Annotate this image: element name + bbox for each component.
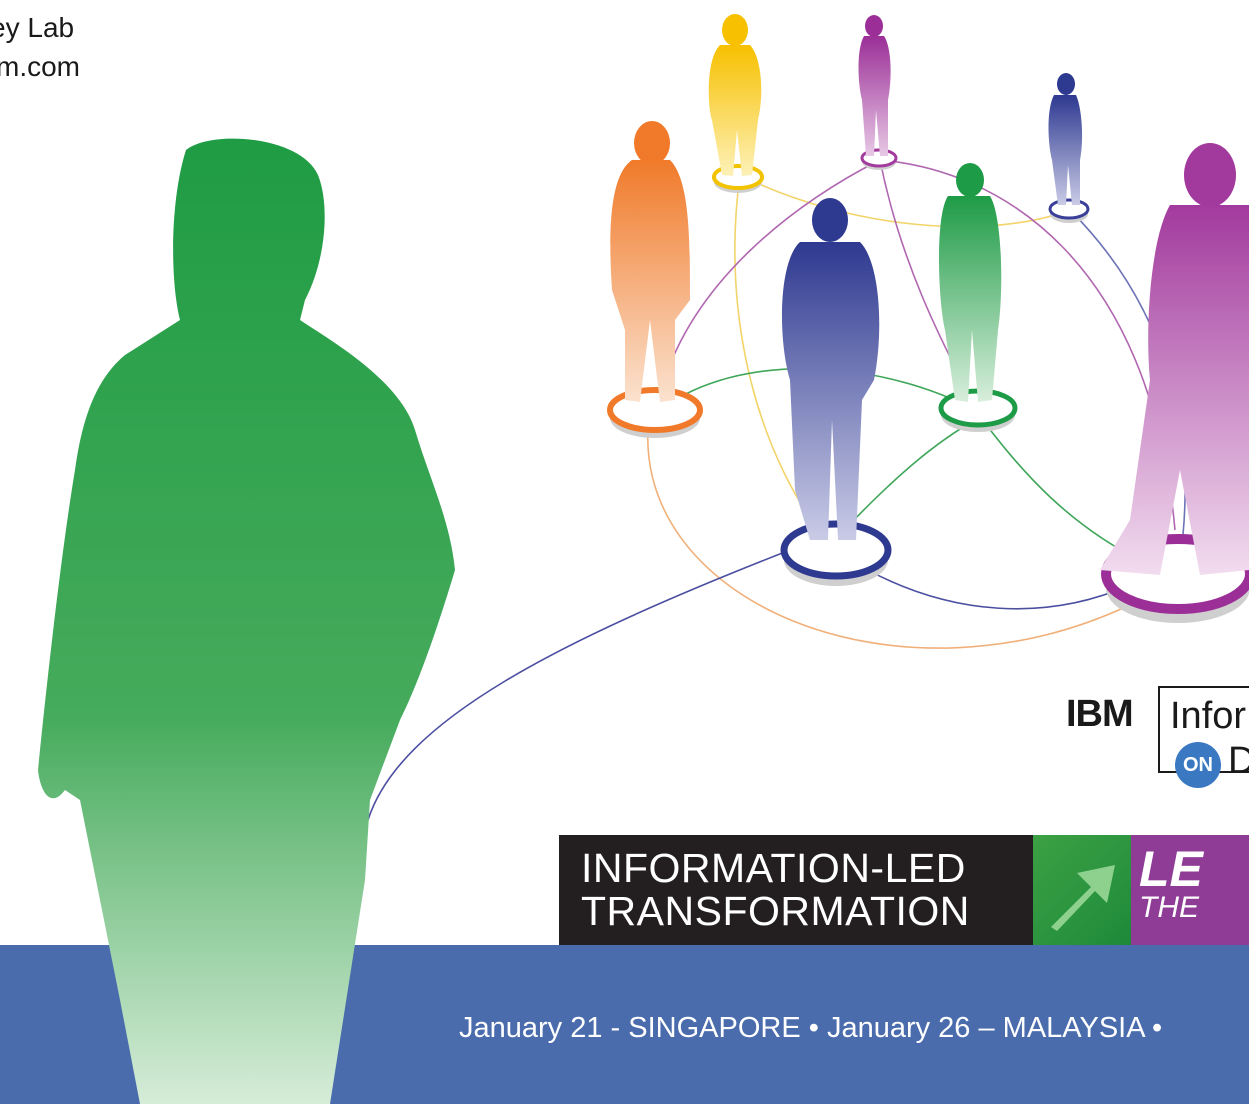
arrow-up-right-icon bbox=[1051, 865, 1115, 931]
lead-text-big: LE bbox=[1139, 841, 1203, 897]
person-navy-small bbox=[1048, 73, 1083, 205]
lead-text: LE THE bbox=[1139, 841, 1203, 924]
banner-line-2: TRANSFORMATION bbox=[581, 888, 970, 934]
lead-text-small: THE bbox=[1139, 891, 1199, 924]
green-walking-person-icon bbox=[38, 138, 455, 1104]
banner-line-1: INFORMATION-LED bbox=[581, 845, 966, 891]
header-line-2: m.com bbox=[0, 51, 80, 82]
banner-text: INFORMATION-LED TRANSFORMATION bbox=[581, 847, 970, 933]
person-navy-large bbox=[781, 198, 880, 540]
person-purple-small bbox=[858, 15, 891, 156]
connection-line bbox=[647, 409, 1141, 649]
connection-line bbox=[367, 549, 791, 821]
transformation-banner: INFORMATION-LED TRANSFORMATION LE THE bbox=[559, 835, 1249, 945]
header-line-1: alley Lab bbox=[0, 12, 75, 43]
header-text: alley Lab m.com bbox=[0, 8, 80, 86]
event-dates: January 21 - SINGAPORE • January 26 – MA… bbox=[459, 1012, 1163, 1044]
on-badge: ON bbox=[1175, 742, 1221, 788]
connection-line bbox=[659, 159, 881, 396]
person-yellow bbox=[708, 14, 762, 176]
connection-line bbox=[849, 559, 1131, 610]
green-arrow-box bbox=[1033, 835, 1131, 945]
connection-line bbox=[739, 174, 1071, 228]
logo-demand-text: D bbox=[1228, 740, 1249, 782]
person-magenta-large bbox=[1100, 143, 1249, 575]
person-green-small bbox=[939, 163, 1002, 402]
person-orange bbox=[610, 121, 690, 402]
ibm-logo: IBM bbox=[1066, 693, 1134, 735]
lead-the-way-box: LE THE bbox=[1131, 835, 1249, 945]
logo-information-text: Infor bbox=[1170, 695, 1247, 737]
